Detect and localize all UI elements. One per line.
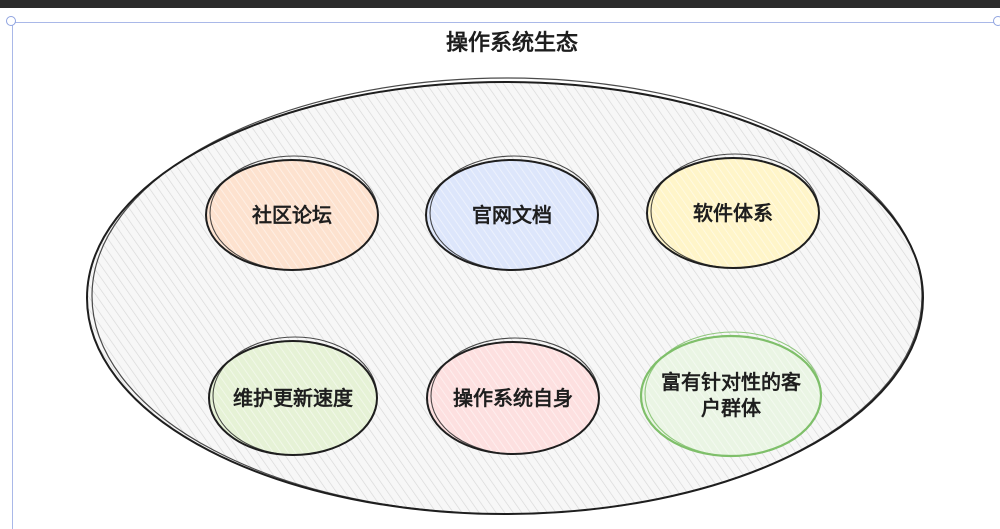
node-community-forum[interactable]: 社区论坛 bbox=[205, 155, 379, 271]
node-os-itself-label: 操作系统自身 bbox=[453, 386, 573, 410]
node-target-customers-label-line1: 富有针对性的客 bbox=[661, 370, 802, 394]
node-update-speed-label: 维护更新速度 bbox=[233, 386, 354, 410]
node-target-customers[interactable]: 富有针对性的客 户群体 bbox=[639, 331, 823, 458]
node-software-system[interactable]: 软件体系 bbox=[646, 153, 820, 269]
node-target-customers-label-line2: 户群体 bbox=[701, 396, 762, 420]
selection-handle-top-left[interactable] bbox=[6, 16, 16, 26]
node-official-docs[interactable]: 官网文档 bbox=[425, 155, 599, 271]
node-os-itself[interactable]: 操作系统自身 bbox=[426, 337, 600, 455]
selection-frame bbox=[12, 22, 1000, 529]
selection-handle-top-right[interactable] bbox=[993, 16, 1000, 26]
node-update-speed[interactable]: 维护更新速度 bbox=[208, 336, 378, 456]
node-community-forum-label: 社区论坛 bbox=[251, 203, 332, 227]
top-bar bbox=[0, 0, 1000, 8]
diagram-title: 操作系统生态 bbox=[446, 30, 578, 56]
node-software-system-label: 软件体系 bbox=[693, 201, 773, 225]
node-official-docs-label: 官网文档 bbox=[472, 203, 552, 227]
